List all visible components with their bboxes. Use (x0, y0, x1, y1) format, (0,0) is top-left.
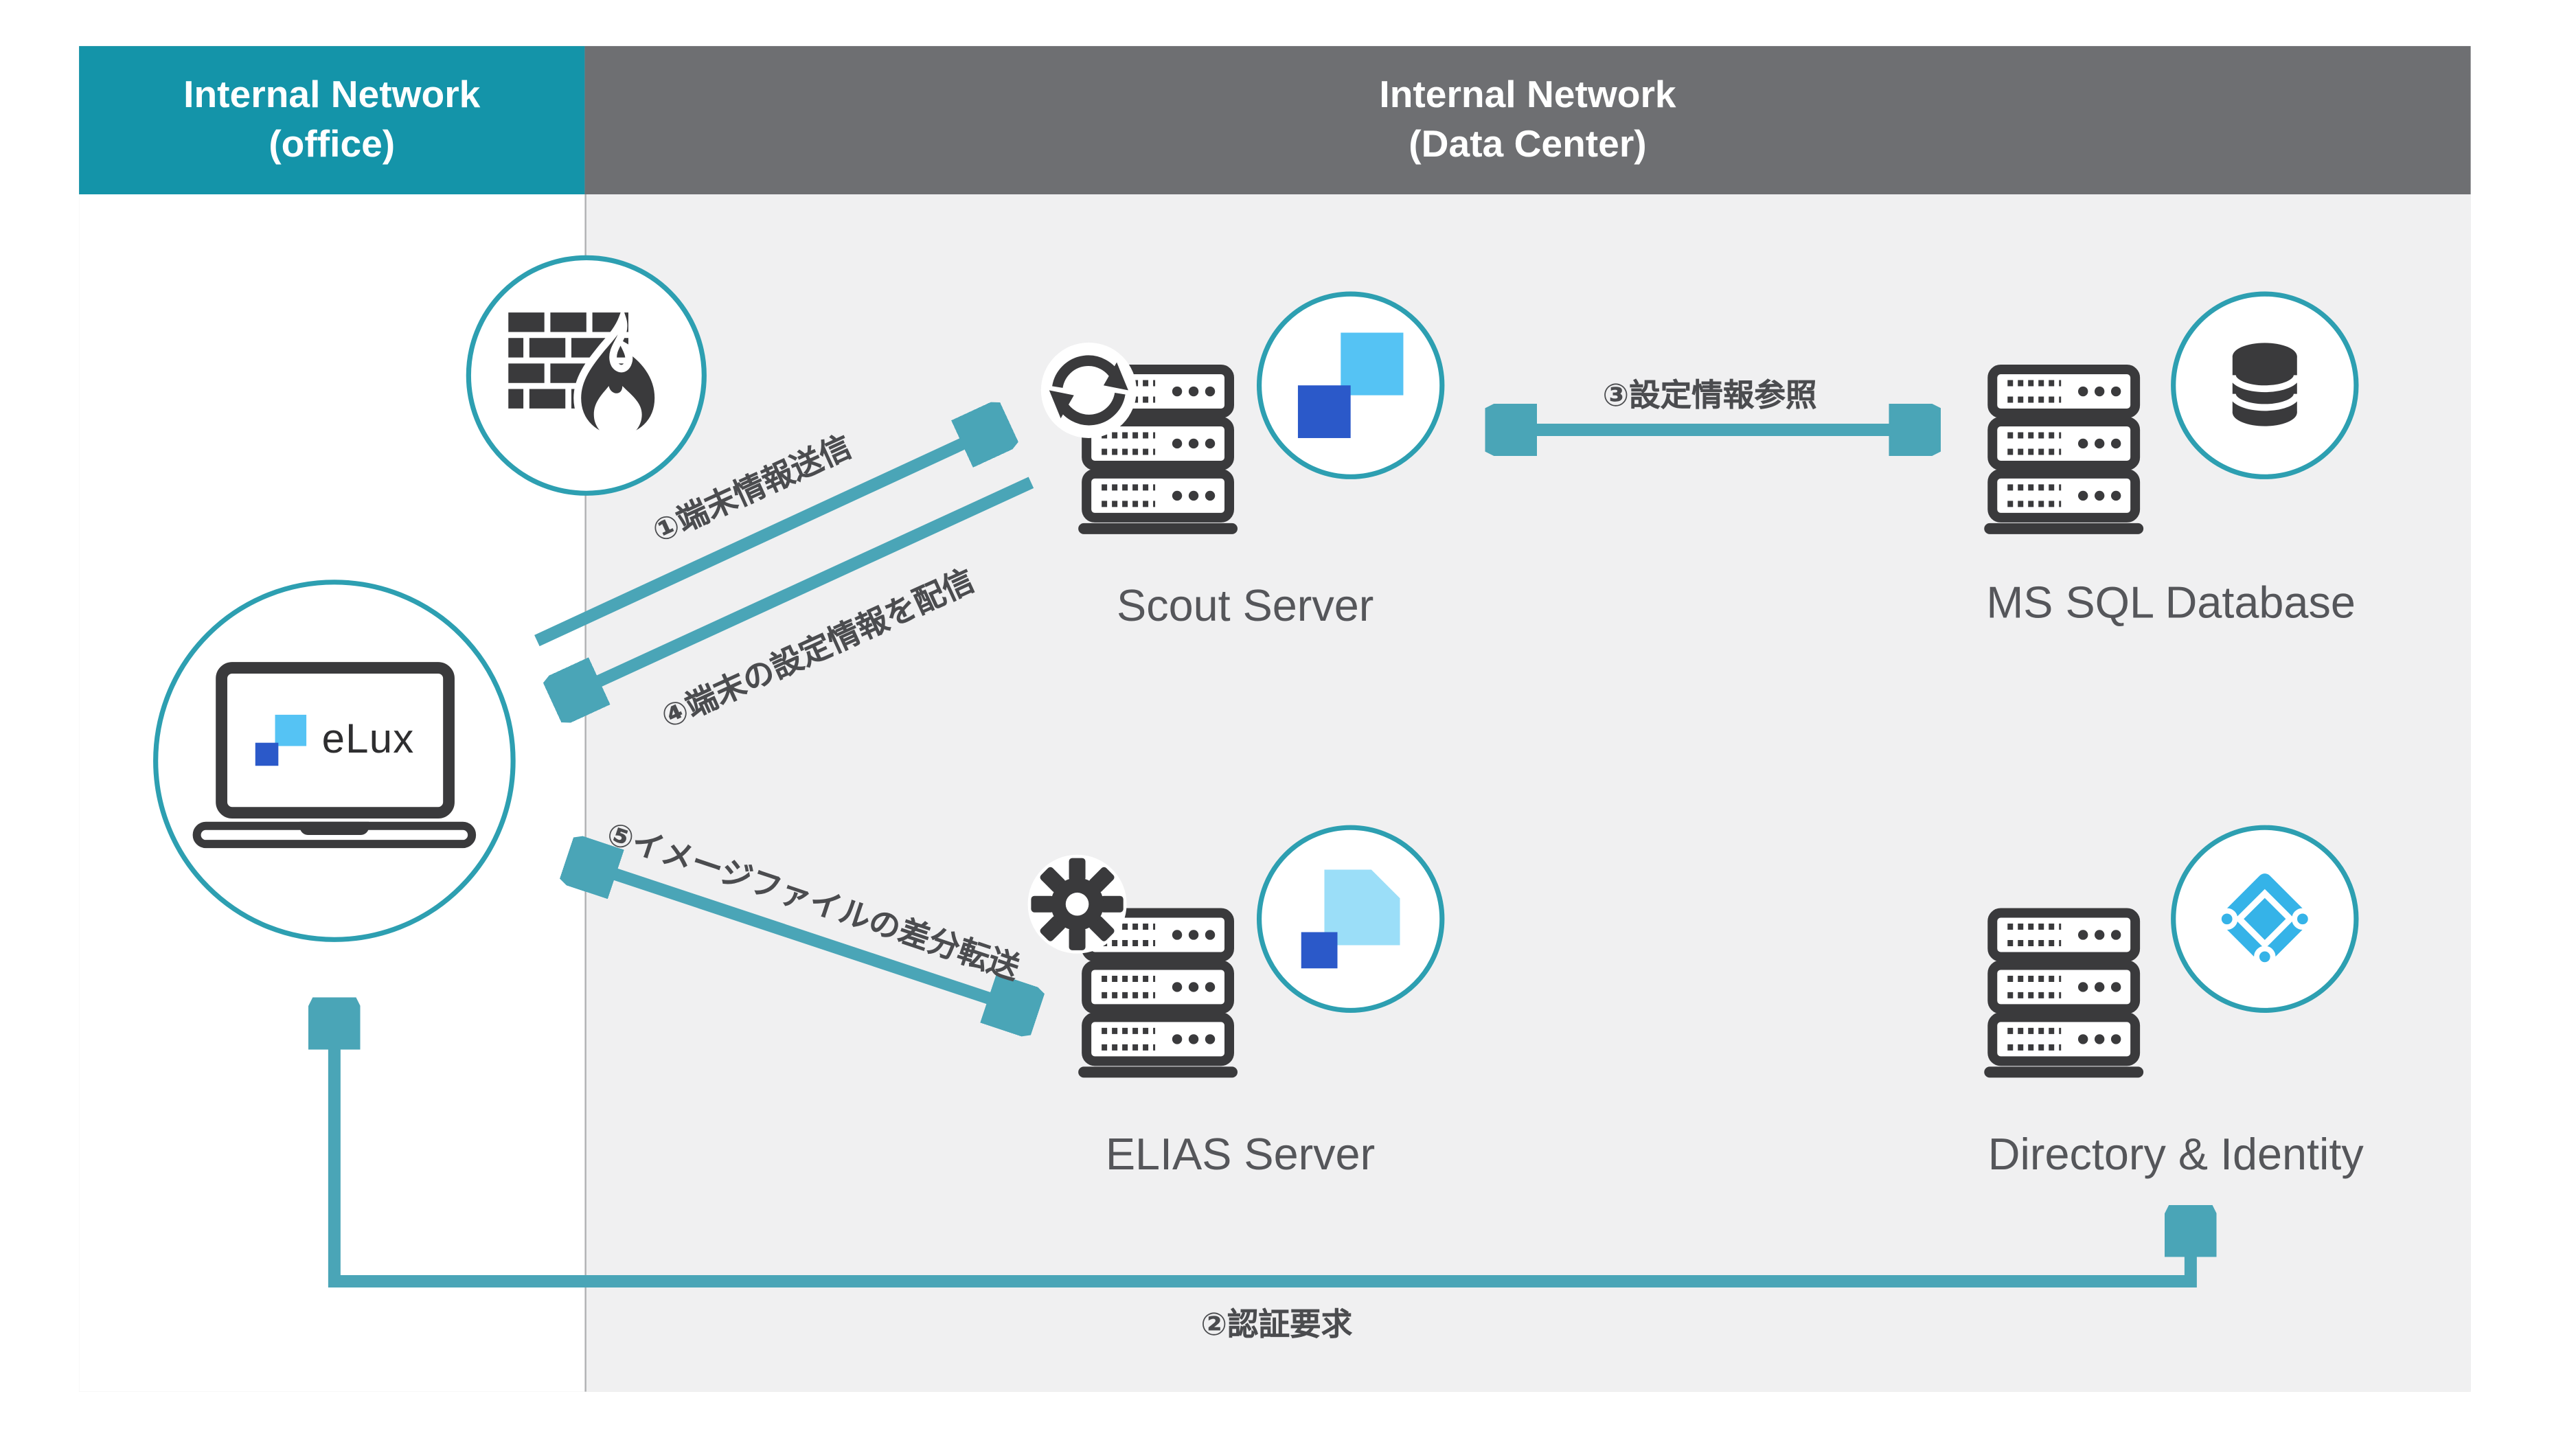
firewall-node (466, 255, 707, 496)
elux-label: eLux (321, 716, 415, 763)
mssql-database-label: MS SQL Database (1986, 577, 2356, 628)
directory-server-icon (1981, 908, 2146, 1081)
elias-logo-icon (1301, 869, 1400, 969)
scout-logo-badge (1256, 291, 1445, 479)
elias-logo-badge (1256, 825, 1445, 1014)
zone-office-title: Internal Network (183, 72, 481, 116)
scout-logo-icon (1297, 332, 1404, 438)
mssql-server-icon (1981, 364, 2146, 537)
zone-datacenter-header: Internal Network (Data Center) (584, 46, 2471, 195)
elux-logo-icon (255, 714, 308, 766)
laptop-notch (299, 821, 369, 835)
elias-logo-dark-square (1301, 932, 1338, 969)
elias-server-label: ELIAS Server (1105, 1130, 1376, 1180)
scout-logo-dark-square (1297, 385, 1351, 438)
flow-label-config-reference: ③設定情報参照 (1602, 379, 1817, 415)
database-badge (2171, 291, 2359, 479)
zone-office-header: Internal Network (office) (79, 46, 585, 195)
arrow-auth-request (334, 1008, 2191, 1287)
flame-icon (573, 307, 663, 443)
arrow-config-distribute (562, 477, 1034, 698)
arrow-image-diff-transfer (576, 861, 1027, 1011)
zone-datacenter-subtitle: (Data Center) (1409, 122, 1647, 165)
zone-datacenter-title: Internal Network (1379, 72, 1676, 116)
zone-divider (584, 194, 586, 1392)
scout-logo-light-square (1341, 332, 1404, 396)
directory-identity-label: Directory & Identity (1987, 1130, 2364, 1180)
firewall-icon (508, 307, 663, 443)
arrow-terminal-info-send (534, 426, 1000, 647)
elux-logo-dark-square (255, 742, 280, 766)
elux-logo-light-square (275, 714, 308, 746)
sync-icon (1040, 342, 1137, 438)
scout-server-label: Scout Server (1117, 581, 1374, 631)
gear-icon (1027, 854, 1127, 954)
laptop-icon: eLux (216, 662, 455, 819)
azure-ad-icon (2215, 873, 2314, 968)
flow-label-auth-request: ②認証要求 (1200, 1308, 1353, 1343)
database-icon (2229, 343, 2301, 426)
azure-ad-badge (2171, 825, 2359, 1014)
zone-office-subtitle: (office) (269, 122, 396, 165)
